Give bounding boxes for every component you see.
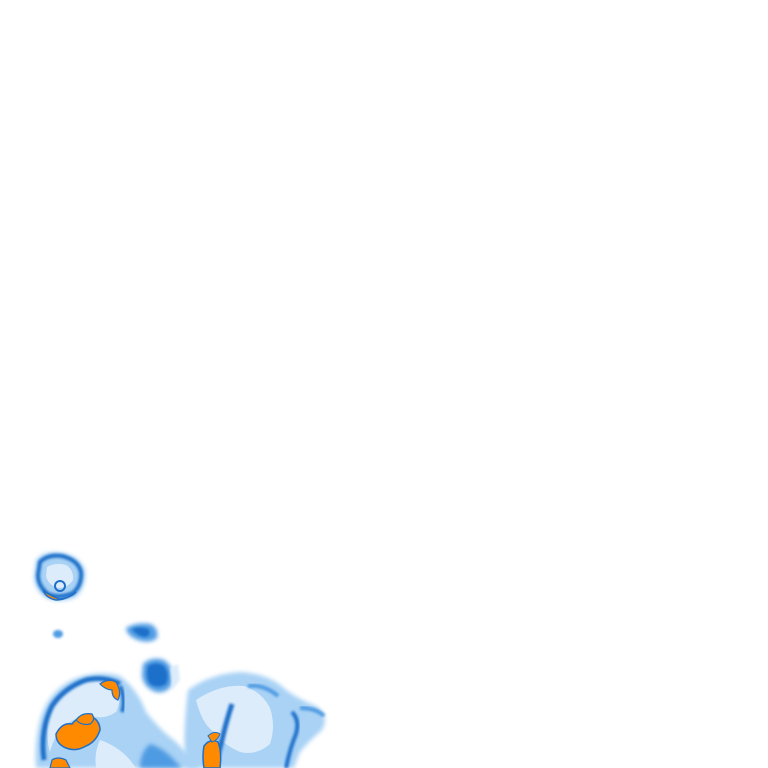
echo-cluster-southwest xyxy=(35,673,200,768)
echo-cell-mid-center xyxy=(142,658,180,693)
echo-cell-mid-small xyxy=(126,623,158,642)
echo-cell-northwest xyxy=(34,552,86,601)
echo-cluster-south-center xyxy=(184,672,326,768)
echo-cell-small-speck xyxy=(53,630,63,638)
